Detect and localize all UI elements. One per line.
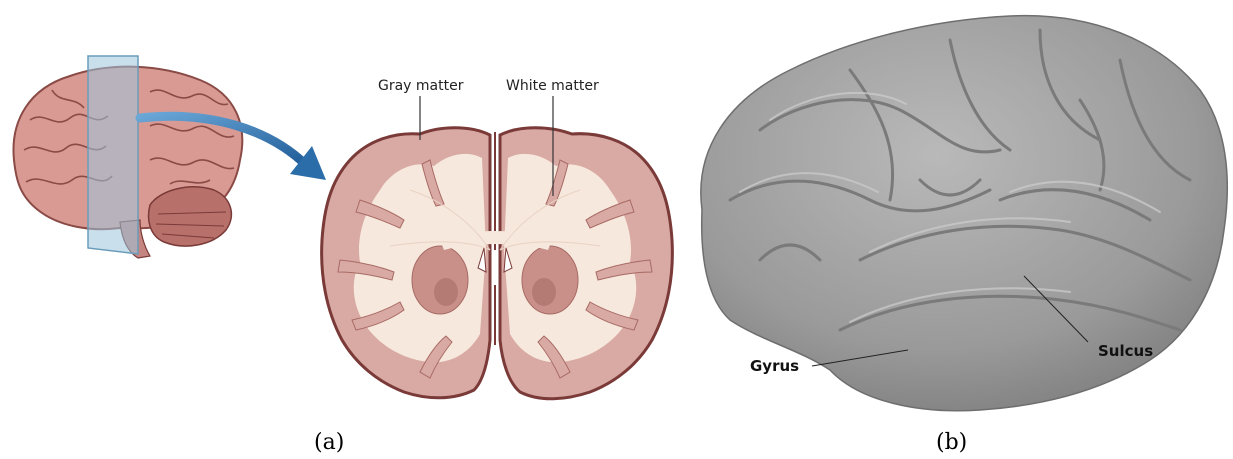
white-matter-label: White matter	[506, 78, 599, 94]
sulcus-label: Sulcus	[1098, 342, 1153, 360]
coronal-section	[322, 128, 673, 399]
panel-b: Gyrus Sulcus (b)	[701, 16, 1227, 455]
panel-a: Gray matter White matter (a)	[13, 56, 672, 455]
caption-a: (a)	[314, 430, 344, 455]
caption-b: (b)	[936, 430, 967, 455]
gyrus-label: Gyrus	[750, 357, 799, 375]
whole-brain-illustration	[13, 56, 326, 258]
gray-matter-label: Gray matter	[378, 78, 464, 94]
